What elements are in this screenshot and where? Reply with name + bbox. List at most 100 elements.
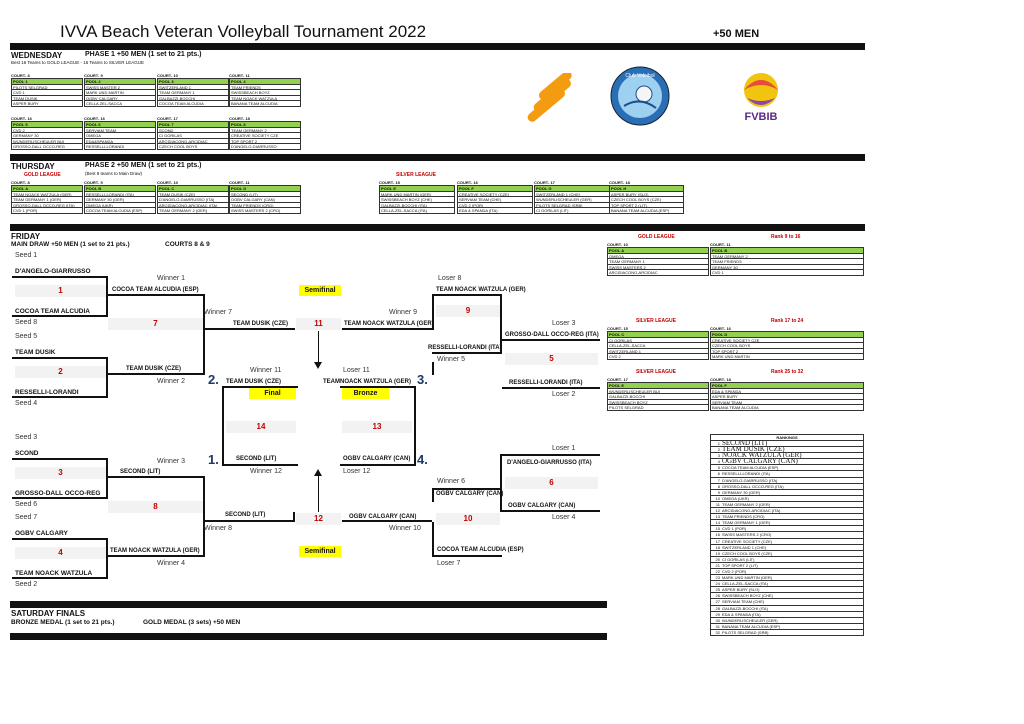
team-cell: CVD 2 (POR) bbox=[457, 202, 533, 208]
pool-label: POOL F bbox=[457, 185, 533, 192]
rank-number: 17 bbox=[715, 538, 720, 544]
rank-number: 30 bbox=[715, 617, 720, 623]
team-cell: CVD 2 bbox=[607, 354, 709, 360]
line bbox=[12, 497, 108, 499]
team-cell: GROSSO-DALL OCCO-REG (ITA) bbox=[11, 202, 83, 208]
court-label: COURT- 15 bbox=[607, 326, 628, 331]
team-cell: GERMANY 30 bbox=[11, 133, 83, 139]
rank-number: 28 bbox=[715, 605, 720, 611]
rank-number: 26 bbox=[715, 593, 720, 599]
loser-3-team: GROSSO-DALL OCCO-REG (ITA) bbox=[505, 332, 599, 338]
team-cell: SWITZERLAND 1 bbox=[607, 348, 709, 354]
rank-number: 4 bbox=[717, 459, 720, 465]
seed-bottom: Seed 8 bbox=[15, 319, 38, 326]
loser-1-team: D'ANGELO-GIARRUSSO (ITA) bbox=[507, 460, 592, 466]
rank-team: SERVIAM TEAM (CHE) bbox=[722, 599, 765, 605]
league-label: GOLD LEAGUE bbox=[638, 234, 675, 240]
team-cell: CI GORILAS bbox=[607, 337, 709, 343]
team-bottom: TEAM NOACK WATZULA bbox=[15, 570, 93, 577]
court-label: COURT- 10 bbox=[607, 242, 628, 247]
team-cell: PILOTS SELGRAD bbox=[607, 405, 709, 411]
line bbox=[432, 294, 502, 296]
line bbox=[205, 520, 295, 522]
line bbox=[414, 386, 416, 466]
pool-label: POOL E bbox=[607, 382, 709, 389]
team-cell: MARK UND MARTIN bbox=[710, 354, 864, 360]
line bbox=[203, 476, 205, 557]
court-label: COURT- 18 bbox=[710, 377, 731, 382]
team-cell: ARCIDIACONO-ARCIDIAC (ITA) bbox=[157, 202, 229, 208]
rank-number: 6 bbox=[717, 471, 720, 477]
rank-team: SWITZERLAND 1 (CHE) bbox=[722, 544, 767, 550]
team-cell: SERVIAM TEAM (CHE) bbox=[457, 197, 533, 203]
rank-number: 15 bbox=[715, 526, 720, 532]
rank-team: GERMANY 30 (GER) bbox=[722, 489, 761, 495]
rank-team: SWISSBEACH BOYZ (CHE) bbox=[722, 593, 773, 599]
line bbox=[500, 294, 502, 354]
court-label: COURT- 11 bbox=[229, 73, 250, 78]
rank-number: 20 bbox=[715, 556, 720, 562]
rank-number: 19 bbox=[715, 550, 720, 556]
team-cell: OMEGA bbox=[607, 253, 709, 259]
team-top: D'ANGELO-GIARRUSSO bbox=[15, 268, 91, 275]
team-cell: GALBAZZI-BOCCHI bbox=[607, 394, 709, 400]
wednesday-heading: WEDNESDAY bbox=[11, 51, 63, 60]
team-cell: ASPER BURY (SLO) bbox=[609, 191, 684, 197]
pool-label: POOL 4 bbox=[229, 78, 301, 85]
rank-team: TEAM GERMANY 2 (GER) bbox=[722, 501, 771, 507]
match-score: 3 bbox=[15, 467, 106, 479]
final-badge: Final bbox=[249, 388, 296, 399]
page-title: IVVA Beach Veteran Volleyball Tournament… bbox=[60, 22, 427, 41]
winner-2-team: TEAM DUSIK (CZE) bbox=[126, 366, 181, 372]
rank-team: CVD 2 (POR) bbox=[722, 568, 747, 574]
arrow-up-line bbox=[318, 474, 319, 512]
bronze-badge: Bronze bbox=[342, 388, 389, 399]
team-cell: GALBAZZI-BOCCHI bbox=[157, 95, 229, 101]
pool-label: POOL A bbox=[11, 185, 83, 192]
match-13-score: 13 bbox=[342, 421, 412, 433]
rank-number: 24 bbox=[715, 581, 720, 587]
court-label: COURT- 8 bbox=[11, 73, 30, 78]
team-cell: RESSELLI-LORANDI (ITA) bbox=[84, 191, 156, 197]
winner-9-team: TEAM NOACK WATZULA (GER) bbox=[344, 321, 434, 327]
svg-text:Club Voleibol: Club Voleibol bbox=[625, 73, 654, 79]
team-cell: CREATIVE SOCIETY CZE bbox=[710, 337, 864, 343]
team-cell: TEAM GERMANY 1 bbox=[157, 90, 229, 96]
court-label: COURT- 8 bbox=[11, 180, 30, 185]
line bbox=[12, 276, 108, 278]
team-cell: SWISSBEACH BOYZ bbox=[607, 399, 709, 405]
team-cell: GROSSO-DALL OCCO-REG bbox=[11, 144, 83, 150]
court-label: COURT- 17 bbox=[607, 377, 628, 382]
arrow-down-line bbox=[318, 331, 319, 366]
line bbox=[12, 458, 108, 460]
team-cell: TEAM GERMANY 2 bbox=[710, 253, 864, 259]
winner-10-label: Winner 10 bbox=[389, 525, 421, 532]
rank-team: TEAM FRIENDS (CRO) bbox=[722, 514, 765, 520]
semifinal-top-badge: Semifinal bbox=[299, 285, 341, 296]
loser-2-label: Loser 2 bbox=[552, 391, 576, 398]
pool-label: POOL 7 bbox=[157, 121, 229, 128]
team-cell: OMEGA (UKR) bbox=[84, 202, 156, 208]
place-2: 2. bbox=[208, 372, 219, 387]
rank-number: 32 bbox=[715, 629, 720, 635]
team-cell: TEAM GERMANY 2 bbox=[229, 127, 301, 133]
team-cell: MARK UND MARTIN (GER) bbox=[379, 191, 455, 197]
bronze-medal-label: BRONZE MEDAL (1 set to 21 pts.) bbox=[11, 619, 115, 626]
